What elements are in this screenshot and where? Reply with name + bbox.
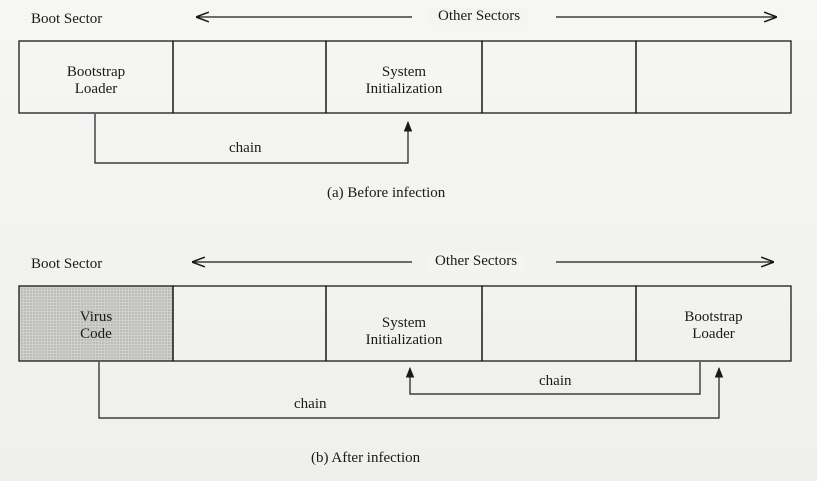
cell-a-1-text: Bootstrap Loader [19, 64, 173, 98]
cell-b-3-line1: System [381, 315, 427, 331]
sector-b-2 [172, 285, 327, 362]
chain-b-outer-path [98, 362, 724, 419]
chain-a-label: chain [229, 140, 262, 156]
boot-sector-label-b: Boot Sector [31, 256, 103, 272]
sector-b-4 [481, 285, 637, 362]
cell-a-1-line2: Loader [74, 81, 118, 97]
other-sectors-label-b: Other Sectors [427, 253, 526, 270]
cell-a-3-line1: System [381, 64, 427, 80]
chain-b-inner-label: chain [539, 373, 572, 389]
cell-b-1-text: Virus Code [19, 309, 173, 343]
cell-a-3-line2: Initialization [365, 81, 443, 97]
figure-a-sectors [18, 40, 792, 114]
other-sectors-label-a: Other Sectors [430, 8, 529, 25]
sector-b-5 [635, 285, 792, 362]
cell-b-5-text: Bootstrap Loader [636, 309, 791, 343]
cell-a-1-line1: Bootstrap [66, 64, 126, 80]
chain-b-inner-path [405, 362, 701, 395]
cell-a-3-text: System Initialization [326, 64, 482, 98]
sector-b-1-virus [18, 285, 174, 362]
caption-b: (b) After infection [311, 450, 421, 466]
cell-b-5-line1: Bootstrap [684, 309, 743, 325]
sector-a-4 [481, 40, 637, 114]
caption-a: (a) Before infection [327, 185, 446, 201]
cell-b-3-text: System Initialization [326, 315, 482, 349]
sector-a-2 [172, 40, 327, 114]
chain-a-path [94, 114, 413, 164]
sector-a-5 [635, 40, 792, 114]
boot-sector-label-a: Boot Sector [31, 11, 103, 27]
cell-b-5-line2: Loader [692, 326, 735, 342]
cell-b-1-line2: Code [80, 326, 112, 342]
figure-b-sectors [18, 285, 792, 362]
cell-b-1-line1: Virus [79, 309, 113, 325]
chain-b-outer-label: chain [294, 396, 327, 412]
cell-b-3-line2: Initialization [365, 332, 443, 348]
